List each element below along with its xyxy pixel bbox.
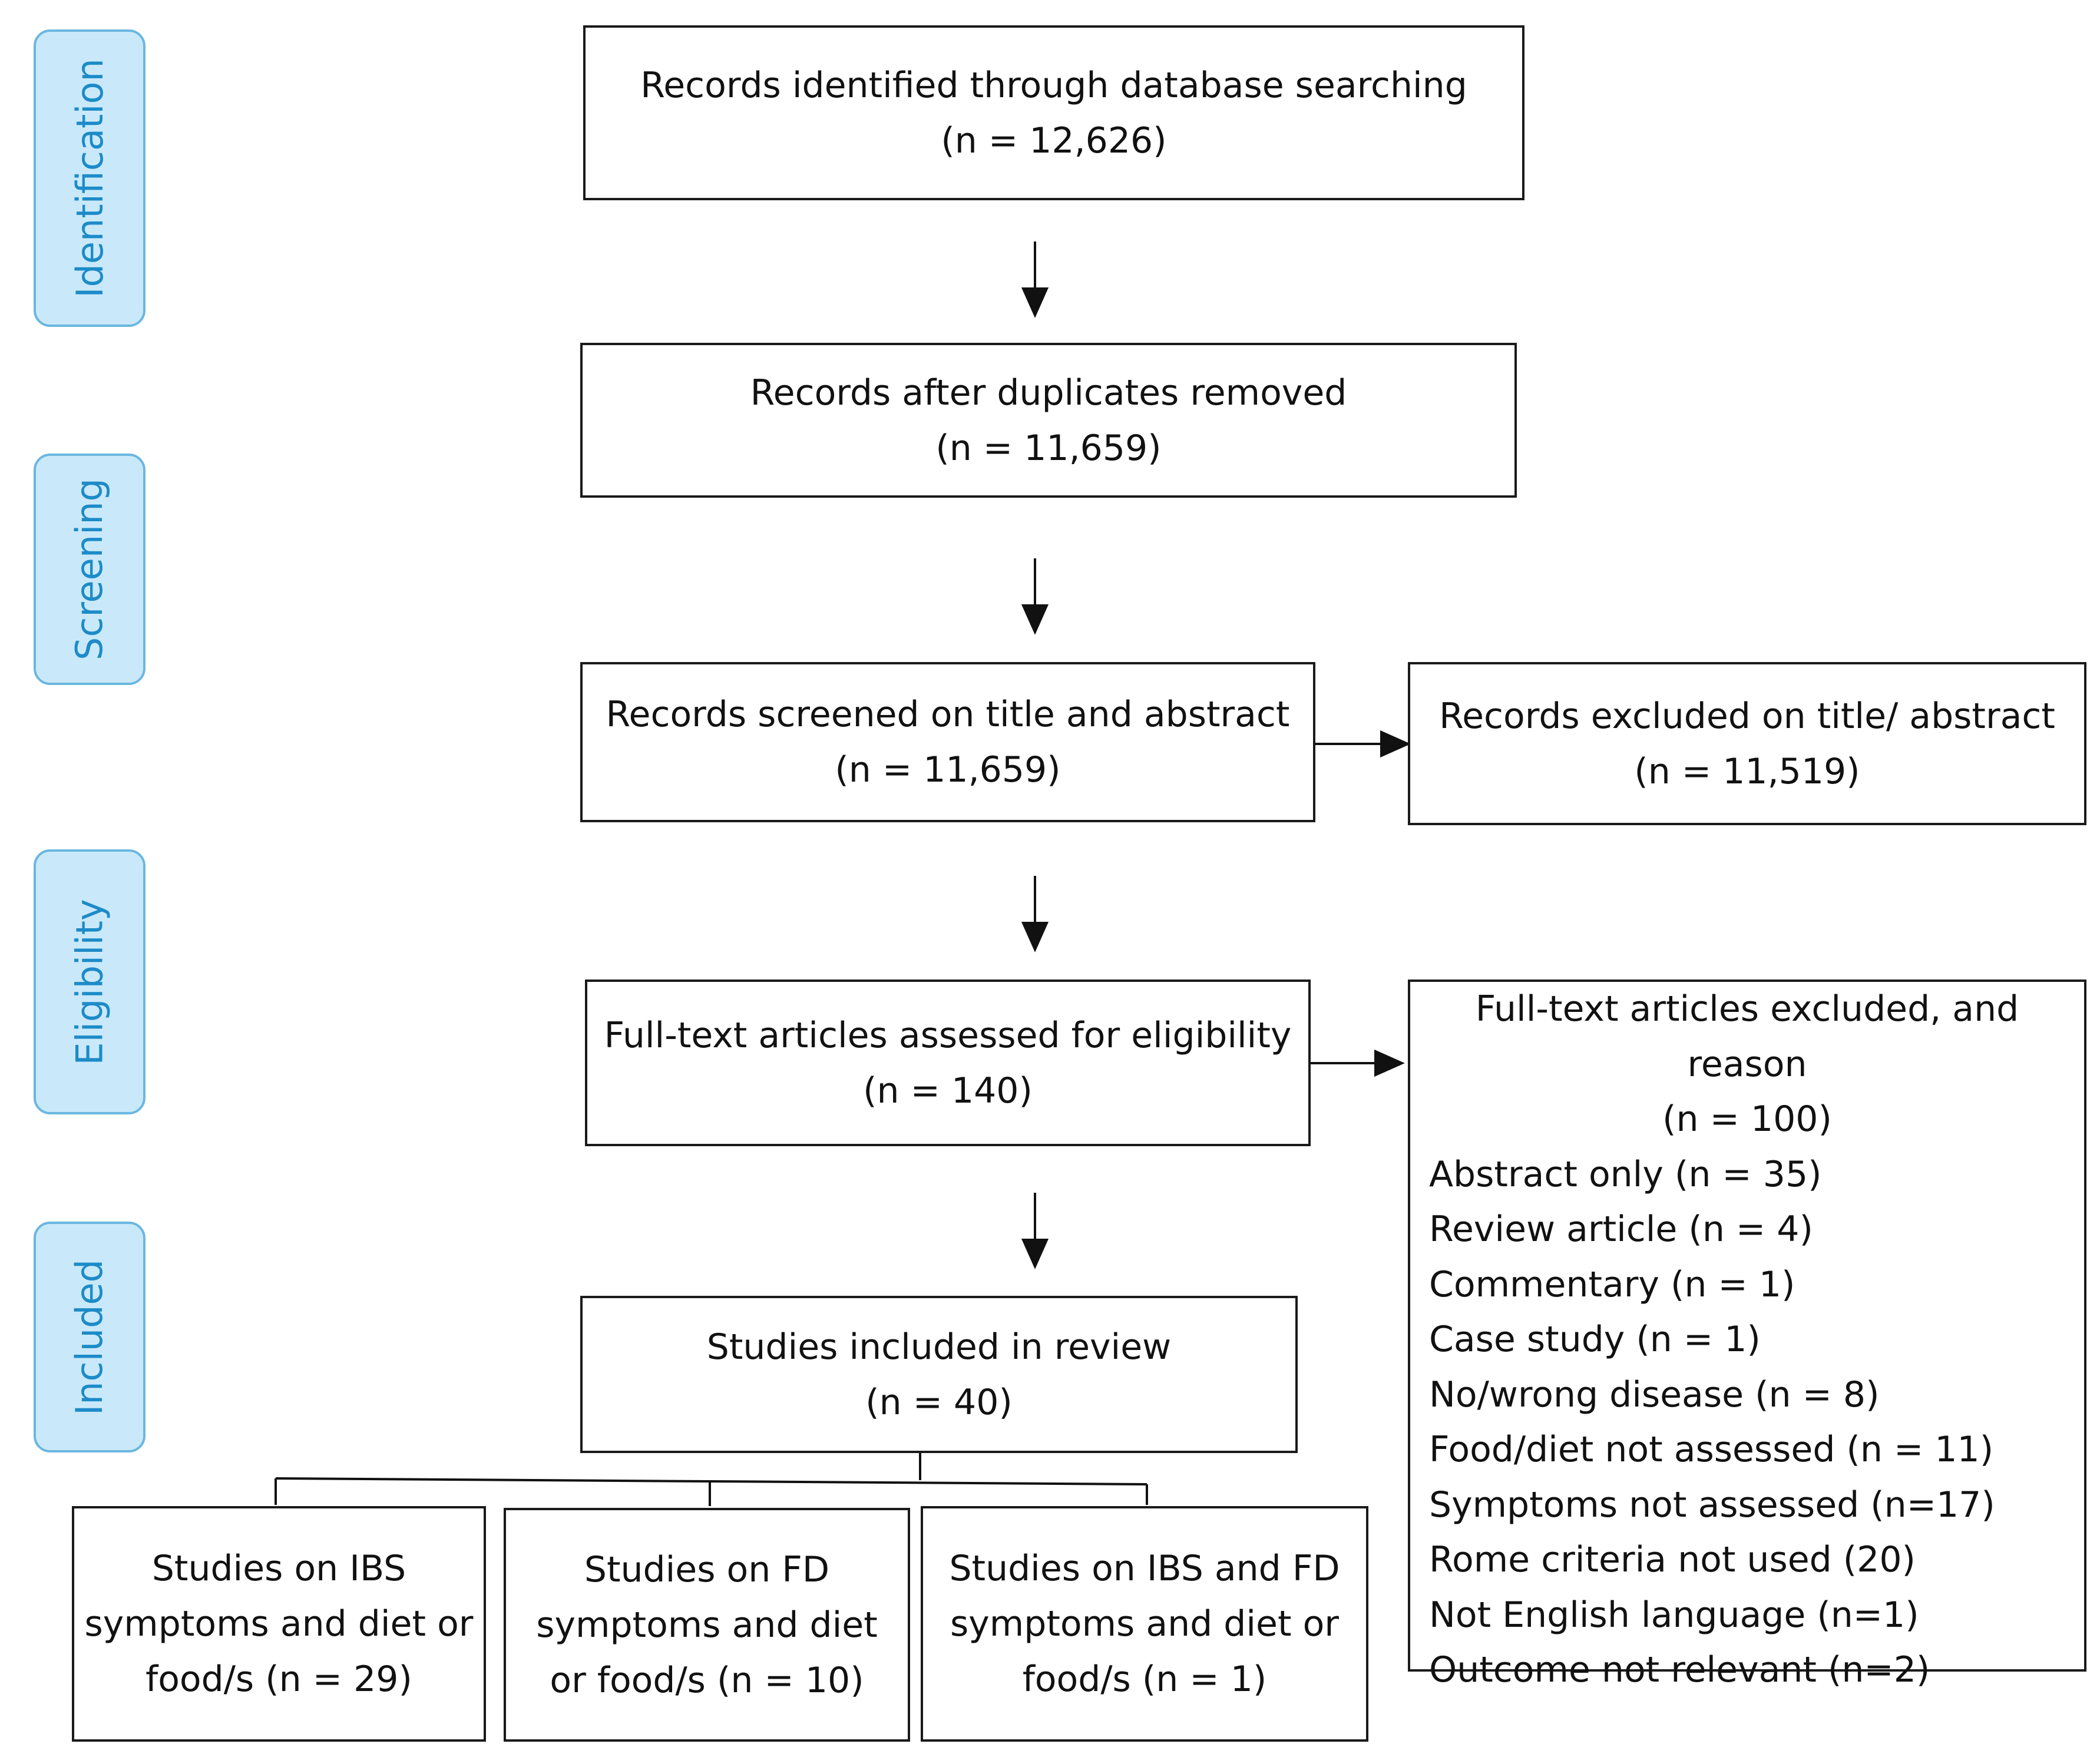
exclusion-reason: Food/diet not assessed (n = 11) [1429, 1429, 1994, 1470]
studies-fd-line-3: or food/s (n = 10) [550, 1659, 864, 1701]
arrowhead-1 [1021, 287, 1049, 318]
box-records-identified: Records identified through database sear… [583, 25, 1524, 200]
exclusion-reason: Rome criteria not used (20) [1429, 1539, 1916, 1580]
fulltext-assessed-count: (n = 140) [863, 1070, 1033, 1111]
stage-screening: Screening [34, 454, 145, 685]
records-deduplicated-count: (n = 11,659) [935, 427, 1162, 469]
exclusion-reason: Review article (n = 4) [1429, 1209, 1813, 1250]
box-records-screened: Records screened on title and abstract (… [580, 662, 1315, 822]
arrowhead-2 [1021, 604, 1049, 635]
exclusion-reason: Commentary (n = 1) [1429, 1263, 1795, 1305]
box-studies-ibs: Studies on IBS symptoms and diet or food… [72, 1506, 486, 1742]
fulltext-excluded-count: (n = 100) [1662, 1098, 1832, 1140]
studies-included-count: (n = 40) [865, 1381, 1013, 1423]
records-screened-title: Records screened on title and abstract [606, 694, 1290, 735]
records-deduplicated-title: Records after duplicates removed [750, 372, 1347, 413]
arrowhead-6 [1374, 1049, 1405, 1077]
exclusion-reason: Outcome not relevant (n=2) [1429, 1649, 1930, 1690]
records-excluded-count: (n = 11,519) [1634, 750, 1860, 792]
arrowhead-3 [1021, 922, 1049, 952]
arrowhead-5 [1380, 730, 1411, 758]
exclusion-reason: Case study (n = 1) [1429, 1319, 1761, 1360]
studies-fd-line-2: symptoms and diet [536, 1604, 878, 1646]
records-identified-count: (n = 12,626) [941, 120, 1167, 161]
studies-ibs-line-2: symptoms and diet or [84, 1603, 474, 1645]
box-studies-fd: Studies on FD symptoms and diet or food/… [504, 1508, 910, 1742]
exclusion-reason: No/wrong disease (n = 8) [1429, 1374, 1880, 1415]
box-fulltext-excluded: Full-text articles excluded, and reason … [1408, 980, 2086, 1690]
exclusion-reason: Symptoms not assessed (n=17) [1429, 1484, 1995, 1526]
fulltext-assessed-title: Full-text articles assessed for eligibil… [604, 1014, 1292, 1056]
stage-identification: Identification [34, 29, 145, 327]
box-fulltext-assessed: Full-text articles assessed for eligibil… [585, 980, 1311, 1146]
box-studies-included: Studies included in review (n = 40) [580, 1296, 1298, 1453]
arrowhead-4 [1021, 1239, 1049, 1269]
box-records-excluded: Records excluded on title/ abstract (n =… [1408, 662, 2086, 825]
studies-ibs-fd-line-3: food/s (n = 1) [1022, 1659, 1267, 1700]
exclusion-reason: Not English language (n=1) [1429, 1594, 1919, 1636]
studies-ibs-fd-line-2: symptoms and diet or [950, 1603, 1339, 1645]
exclusion-reason: Abstract only (n = 35) [1429, 1153, 1822, 1195]
box-studies-ibs-fd: Studies on IBS and FD symptoms and diet … [921, 1506, 1368, 1742]
stage-eligibility: Eligibility [34, 849, 145, 1114]
branch-bar [275, 1477, 1147, 1485]
studies-ibs-line-1: Studies on IBS [151, 1548, 406, 1589]
studies-ibs-line-3: food/s (n = 29) [145, 1659, 412, 1700]
records-excluded-title: Records excluded on title/ abstract [1439, 695, 2055, 737]
studies-fd-line-1: Studies on FD [584, 1548, 830, 1590]
records-identified-title: Records identified through database sear… [640, 64, 1467, 106]
box-records-deduplicated: Records after duplicates removed (n = 11… [580, 343, 1517, 498]
fulltext-excluded-title: Full-text articles excluded, and reason [1475, 988, 2019, 1085]
records-screened-count: (n = 11,659) [835, 749, 1061, 790]
stage-included: Included [34, 1222, 145, 1452]
studies-ibs-fd-line-1: Studies on IBS and FD [949, 1548, 1340, 1589]
studies-included-title: Studies included in review [706, 1326, 1172, 1368]
